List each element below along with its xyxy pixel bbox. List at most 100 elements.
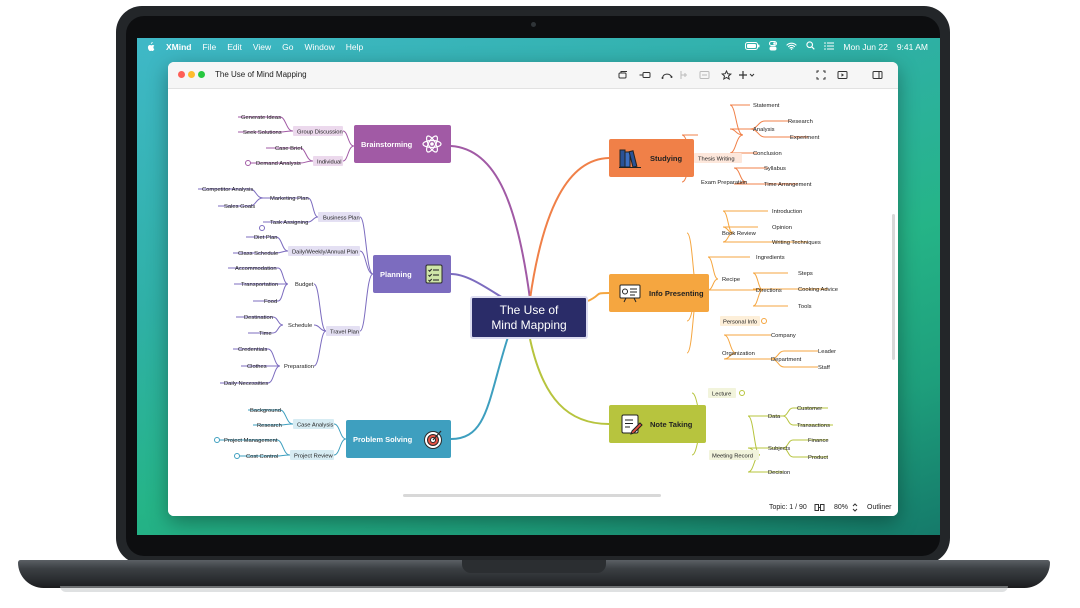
present-icon[interactable] bbox=[835, 68, 849, 82]
branch-studying[interactable]: Studying bbox=[609, 139, 694, 177]
topic-time[interactable]: Time bbox=[259, 331, 272, 337]
topic-finance[interactable]: Finance bbox=[808, 438, 829, 444]
search-icon[interactable] bbox=[806, 41, 816, 52]
topic-preparation[interactable]: Preparation bbox=[284, 364, 314, 370]
boundary-icon[interactable] bbox=[677, 68, 691, 82]
topic-syllabus[interactable]: Syllabus bbox=[764, 166, 786, 172]
topic-subjects[interactable]: Subjects bbox=[768, 446, 790, 452]
topic-competitor-analysis[interactable]: Competitor Analysis bbox=[202, 187, 253, 193]
topic-food[interactable]: Food bbox=[264, 299, 277, 305]
topic-credentials[interactable]: Credentials bbox=[238, 347, 267, 353]
topic-organization[interactable]: Organization bbox=[722, 351, 755, 357]
topic-transportation[interactable]: Transportation bbox=[241, 282, 278, 288]
branch-note-taking[interactable]: Note Taking bbox=[609, 405, 706, 443]
topic-analysis[interactable]: Analysis bbox=[753, 127, 775, 133]
topic-meeting-record[interactable]: Meeting Record bbox=[712, 454, 753, 460]
topic-daily-necessities[interactable]: Daily Necessities bbox=[224, 381, 268, 387]
topic-exam-preparation[interactable]: Exam Preparation bbox=[701, 180, 747, 186]
list-icon[interactable] bbox=[824, 41, 835, 52]
topic-group-discussion[interactable]: Group Discussion bbox=[297, 130, 343, 136]
topic-data[interactable]: Data bbox=[768, 414, 781, 420]
topic-generate-ideas[interactable]: Generate Ideas bbox=[241, 115, 281, 121]
topic-department[interactable]: Department bbox=[771, 357, 802, 363]
topic-personal-info[interactable]: Personal Info bbox=[723, 320, 757, 326]
topic-ps-research[interactable]: Research bbox=[257, 423, 282, 429]
topic-opinion[interactable]: Opinion bbox=[772, 225, 792, 231]
topic-budget[interactable]: Budget bbox=[295, 282, 314, 288]
topic-diet-plan[interactable]: Diet Plan bbox=[254, 235, 278, 241]
menu-window[interactable]: Window bbox=[304, 41, 335, 52]
topic-leader[interactable]: Leader bbox=[818, 349, 836, 355]
topic-ingredients[interactable]: Ingredients bbox=[756, 255, 785, 261]
topic-time-arrangement[interactable]: Time Arrangement bbox=[764, 182, 812, 188]
topic-task-assigning[interactable]: Task Assigning bbox=[270, 220, 308, 226]
minimize-button[interactable] bbox=[188, 71, 195, 78]
topic-accommodation[interactable]: Accommodation bbox=[235, 266, 277, 272]
topic-product[interactable]: Product bbox=[808, 455, 828, 461]
topic-introduction[interactable]: Introduction bbox=[772, 209, 802, 215]
topic-statement[interactable]: Statement bbox=[753, 103, 780, 109]
topic-class-schedule[interactable]: Class Schedule bbox=[238, 251, 278, 257]
topic-decision[interactable]: Decision bbox=[768, 470, 790, 476]
marker-icon[interactable] bbox=[719, 68, 733, 82]
insert-icon[interactable] bbox=[737, 68, 757, 82]
topic-conclusion[interactable]: Conclusion bbox=[753, 151, 782, 157]
topic-tools[interactable]: Tools bbox=[798, 304, 812, 310]
panel-icon[interactable] bbox=[870, 68, 884, 82]
topic-thesis-writing[interactable]: Thesis Writing bbox=[698, 157, 735, 163]
branch-problem-solving[interactable]: Problem Solving bbox=[346, 420, 451, 458]
topic-transactions[interactable]: Transactions bbox=[797, 423, 830, 429]
relationship-icon[interactable] bbox=[660, 68, 674, 82]
outline-icon[interactable] bbox=[814, 503, 825, 514]
zoom-button[interactable] bbox=[198, 71, 205, 78]
topic-cost-control[interactable]: Cost Control bbox=[246, 454, 278, 460]
horizontal-scrollbar[interactable] bbox=[403, 494, 661, 497]
branch-info-presenting[interactable]: Info Presenting bbox=[609, 274, 709, 312]
topic-directions[interactable]: Directions bbox=[756, 288, 782, 294]
topic-experiment[interactable]: Experiment bbox=[790, 135, 820, 141]
zoom-stepper-icon[interactable] bbox=[852, 502, 858, 515]
menu-app-name[interactable]: XMind bbox=[166, 41, 192, 52]
topic-case-analysis[interactable]: Case Analysis bbox=[297, 423, 334, 429]
control-center-icon[interactable] bbox=[769, 40, 778, 53]
outliner-button[interactable]: Outliner bbox=[867, 504, 892, 511]
topic-marketing-plan[interactable]: Marketing Plan bbox=[270, 196, 309, 202]
vertical-scrollbar[interactable] bbox=[892, 214, 895, 360]
topic-book-review[interactable]: Book Review bbox=[722, 231, 757, 237]
menubar-time[interactable]: 9:41 AM bbox=[896, 41, 928, 52]
menu-help[interactable]: Help bbox=[345, 41, 364, 52]
apple-icon[interactable] bbox=[146, 41, 156, 52]
topic-demand-analysis[interactable]: Demand Analysis bbox=[256, 161, 301, 167]
topic-st-research[interactable]: Research bbox=[788, 119, 813, 125]
topic-schedule[interactable]: Schedule bbox=[288, 323, 312, 329]
topic-steps[interactable]: Steps bbox=[798, 271, 813, 277]
fullscreen-icon[interactable] bbox=[814, 68, 828, 82]
topic-icon[interactable] bbox=[616, 68, 630, 82]
menubar-date[interactable]: Mon Jun 22 bbox=[843, 41, 888, 52]
topic-sales-goals[interactable]: Sales Goals bbox=[224, 204, 255, 210]
menu-go[interactable]: Go bbox=[282, 41, 294, 52]
topic-individual[interactable]: Individual bbox=[317, 160, 342, 166]
menu-edit[interactable]: Edit bbox=[227, 41, 242, 52]
mindmap-canvas[interactable]: Group Discussion Generate Ideas Seek Sol… bbox=[168, 89, 898, 494]
branch-brainstorming[interactable]: Brainstorming bbox=[354, 125, 451, 163]
subtopic-icon[interactable] bbox=[638, 68, 652, 82]
topic-case-brief[interactable]: Case Brief bbox=[275, 146, 302, 152]
battery-icon[interactable] bbox=[745, 41, 760, 52]
topic-destination[interactable]: Destination bbox=[244, 315, 273, 321]
topic-travel-plan[interactable]: Travel Plan bbox=[330, 330, 359, 336]
menu-view[interactable]: View bbox=[252, 41, 272, 52]
topic-background[interactable]: Background bbox=[250, 408, 281, 414]
close-button[interactable] bbox=[178, 71, 185, 78]
topic-recipe[interactable]: Recipe bbox=[722, 277, 740, 283]
branch-planning[interactable]: Planning bbox=[373, 255, 451, 293]
topic-cooking-advice[interactable]: Cooking Advice bbox=[798, 287, 838, 293]
topic-staff[interactable]: Staff bbox=[818, 365, 830, 371]
topic-project-review[interactable]: Project Review bbox=[294, 454, 333, 460]
topic-clothes[interactable]: Clothes bbox=[247, 364, 267, 370]
zoom-level[interactable]: 80% bbox=[834, 504, 849, 511]
topic-daily-plan[interactable]: Daily/Weekly/Annual Plan bbox=[292, 250, 358, 256]
topic-company[interactable]: Company bbox=[771, 333, 796, 339]
topic-business-plan[interactable]: Business Plan bbox=[323, 216, 360, 222]
topic-project-management[interactable]: Project Management bbox=[224, 438, 278, 444]
